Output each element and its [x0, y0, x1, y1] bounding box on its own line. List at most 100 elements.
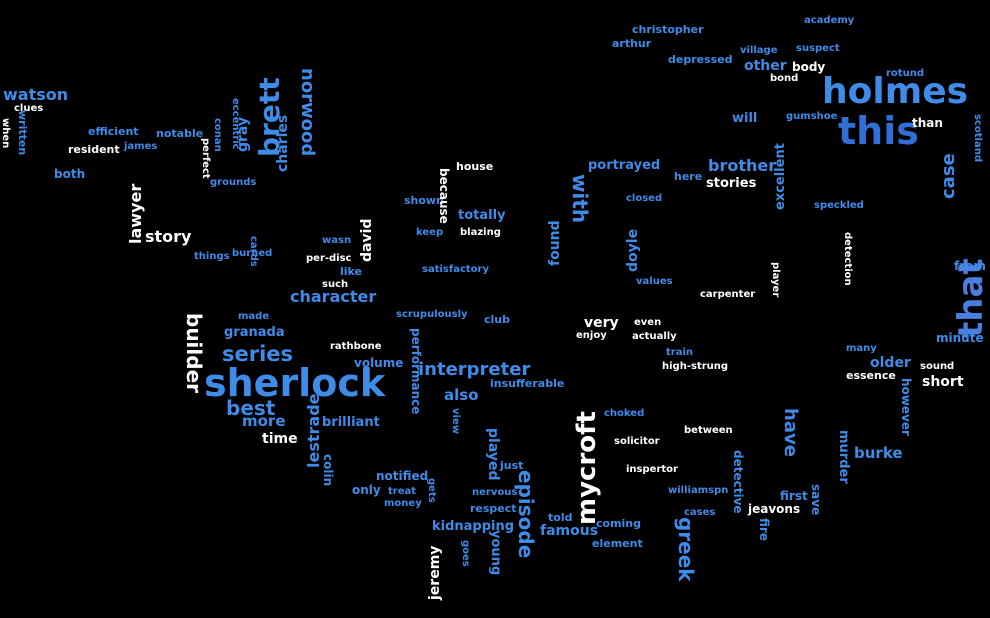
word-with: with: [568, 174, 592, 224]
word-holmes: holmes: [822, 71, 969, 112]
word-just: just: [500, 459, 524, 472]
word-keep: keep: [416, 227, 444, 238]
word-short: short: [922, 374, 964, 390]
word-enjoy: enjoy: [576, 330, 607, 341]
word-older: older: [870, 355, 911, 371]
word-lestrade: lestrade: [304, 393, 323, 469]
word-david: david: [359, 218, 375, 262]
word-such: such: [322, 279, 349, 290]
word-train: train: [666, 347, 694, 358]
word-performance: performance: [409, 328, 423, 415]
word-however: however: [899, 378, 913, 436]
word-watson: watson: [3, 85, 69, 104]
word-because: because: [437, 168, 451, 224]
word-solicitor: solicitor: [614, 436, 660, 447]
word-played: played: [485, 428, 501, 481]
word-closed: closed: [626, 193, 663, 204]
word-murder: murder: [836, 430, 851, 484]
word-essence: essence: [846, 369, 896, 382]
word-kidnapping: kidnapping: [432, 519, 515, 534]
word-rotund: rotund: [886, 68, 924, 79]
word-wasn: wasn: [322, 235, 352, 246]
word-both: both: [54, 167, 86, 181]
word-gets: gets: [426, 478, 437, 503]
word-episode: episode: [514, 470, 538, 559]
word-goes: goes: [460, 540, 471, 567]
word-depressed: depressed: [668, 53, 733, 66]
word-williamspn: williamspn: [668, 485, 729, 496]
word-suspect: suspect: [796, 43, 840, 54]
word-money: money: [384, 498, 422, 509]
word-more: more: [242, 412, 286, 430]
word-view: view: [450, 408, 461, 434]
word-gumshoe: gumshoe: [786, 111, 838, 122]
word-doyle: doyle: [625, 228, 641, 272]
word-things: things: [194, 251, 230, 262]
word-insufferable: insufferable: [490, 377, 565, 390]
word-satisfactory: satisfactory: [422, 264, 489, 275]
word-conan: conan: [212, 118, 223, 152]
word-actually: actually: [632, 331, 677, 342]
word-stories: stories: [706, 176, 757, 191]
word-body: body: [792, 60, 826, 74]
word-first: first: [780, 489, 808, 503]
word-written: written: [16, 110, 29, 156]
word-very: very: [584, 315, 619, 331]
word-than: than: [912, 116, 943, 130]
word-found: found: [547, 220, 563, 266]
word-totally: totally: [458, 208, 506, 223]
word-between: between: [684, 425, 733, 436]
word-academy: academy: [804, 15, 855, 26]
word-fire: fire: [757, 518, 771, 541]
word-character: character: [290, 287, 377, 306]
word-also: also: [444, 386, 479, 404]
word-granada: granada: [224, 325, 285, 340]
word-speckled: speckled: [814, 200, 864, 211]
word-told: told: [548, 511, 573, 524]
word-volume: volume: [354, 356, 404, 370]
word-colin: colin: [321, 454, 335, 487]
word-grounds: grounds: [210, 177, 257, 188]
word-coming: coming: [596, 517, 642, 530]
word-player: player: [770, 262, 781, 298]
word-like: like: [340, 265, 363, 278]
word-series: series: [222, 342, 294, 366]
word-james: james: [124, 141, 158, 152]
word-will: will: [732, 111, 758, 126]
word-cards: cards: [248, 236, 259, 267]
word-excellent: excellent: [773, 143, 788, 210]
word-brother: brother: [708, 156, 777, 175]
word-inspertor: inspertor: [626, 464, 678, 475]
word-house: house: [456, 160, 494, 173]
word-interpreter: interpreter: [418, 359, 531, 380]
word-perfect: perfect: [200, 138, 211, 179]
word-best: best: [226, 396, 276, 420]
word-portrayed: portrayed: [588, 158, 661, 173]
word-when: when: [0, 118, 11, 149]
word-sherlock: sherlock: [204, 361, 386, 405]
word-builder: builder: [182, 313, 206, 394]
word-treat: treat: [388, 486, 417, 497]
word-brilliant: brilliant: [322, 415, 380, 430]
word-club: club: [484, 313, 510, 326]
word-bond: bond: [770, 73, 799, 84]
word-detection: detection: [842, 232, 853, 286]
word-story: story: [145, 227, 192, 246]
word-cases: cases: [684, 507, 716, 518]
word-charles: charles: [275, 114, 291, 172]
word-eccentric: eccentric: [230, 98, 241, 150]
word-famous: famous: [540, 523, 599, 539]
word-values: values: [636, 276, 673, 287]
word-burned: burned: [232, 248, 273, 259]
word-rathbone: rathbone: [330, 341, 382, 352]
word-sound: sound: [920, 361, 955, 372]
word-respect: respect: [470, 502, 517, 515]
word-clues: clues: [14, 103, 44, 114]
word-even: even: [634, 317, 662, 328]
word-lawyer: lawyer: [126, 183, 145, 244]
word-have: have: [780, 408, 801, 457]
word-other: other: [744, 58, 787, 74]
word-here: here: [674, 170, 703, 183]
word-detective: detective: [731, 450, 745, 514]
